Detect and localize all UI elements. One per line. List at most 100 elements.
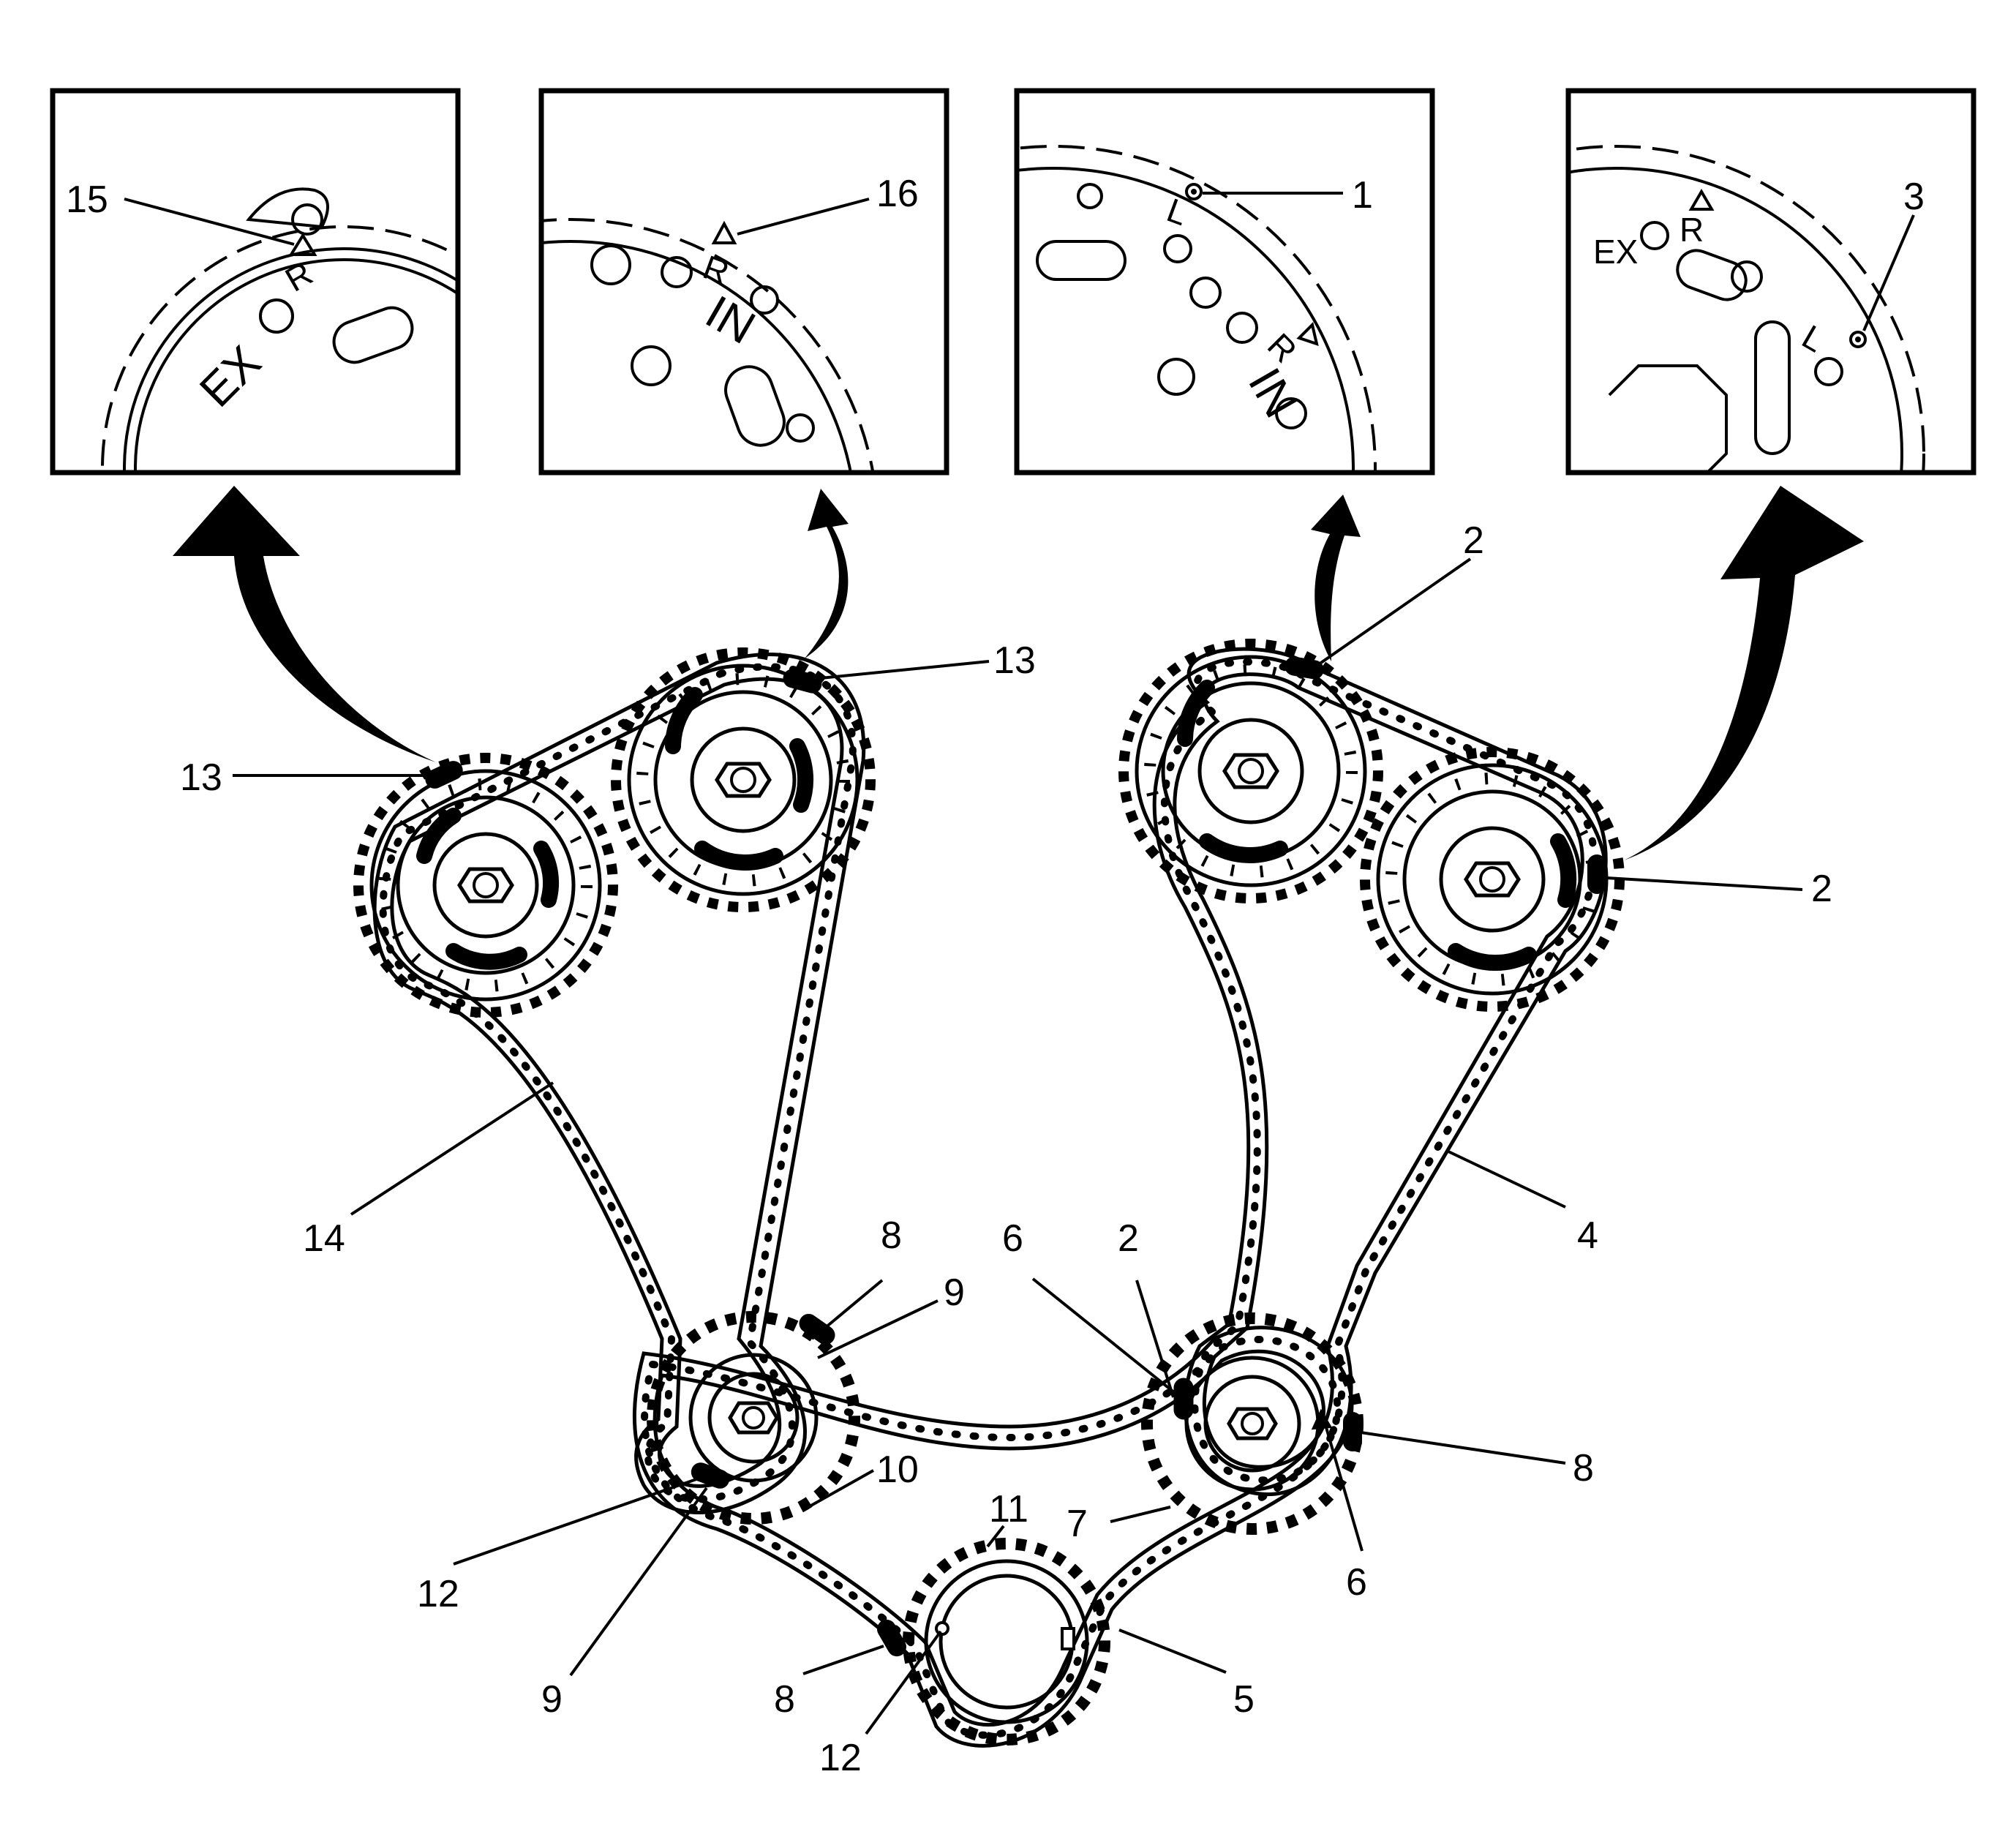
gear-body bbox=[369, 769, 602, 1002]
leader-7 bbox=[1110, 1506, 1171, 1523]
hub bbox=[1439, 826, 1546, 933]
sprocket-hole bbox=[1226, 312, 1258, 344]
phaser-slot bbox=[665, 687, 703, 754]
callout-10: 10 bbox=[876, 1449, 919, 1491]
inset-frame bbox=[50, 88, 461, 476]
sprocket-slot bbox=[1036, 240, 1127, 281]
leader-line bbox=[124, 198, 295, 246]
mark-r: R bbox=[1680, 211, 1704, 249]
leader-6-lower bbox=[1321, 1414, 1364, 1552]
right-bank-chain-pins bbox=[1160, 658, 1598, 1484]
right-intake-cam-sprocket bbox=[1118, 639, 1383, 903]
sprocket-hole bbox=[1275, 397, 1307, 429]
phaser-ring bbox=[396, 795, 576, 975]
gear-teeth bbox=[611, 647, 876, 912]
phaser-slot bbox=[1177, 680, 1215, 747]
leader-line bbox=[1862, 214, 1915, 331]
primary-chain-outer bbox=[632, 1326, 1354, 1748]
sprocket-gear bbox=[1568, 145, 1925, 473]
leader-9-upper bbox=[817, 1299, 939, 1359]
sprocket-gear bbox=[541, 218, 875, 473]
phaser-slot bbox=[1199, 833, 1288, 863]
timing-dot-mark-center bbox=[1191, 189, 1197, 195]
callout-8-leftidler: 8 bbox=[881, 1214, 902, 1257]
sprocket-slot bbox=[1676, 249, 1748, 301]
hub bbox=[690, 726, 797, 833]
sprocket-hole bbox=[590, 244, 631, 285]
bolt-center bbox=[473, 872, 499, 898]
keyway bbox=[1061, 1627, 1075, 1650]
leader-12-left bbox=[453, 1478, 697, 1566]
leader-arrowhead bbox=[1311, 1408, 1333, 1430]
leader-9-lower bbox=[569, 1487, 708, 1677]
timing-link-8-leftidler bbox=[799, 1313, 835, 1345]
gear-body bbox=[627, 664, 860, 896]
callout-8-bottom: 8 bbox=[774, 1678, 795, 1721]
sprocket-hole bbox=[1814, 357, 1843, 386]
leader-line bbox=[737, 198, 870, 236]
timing-triangle-mark bbox=[711, 220, 737, 244]
sprocket-gear bbox=[1017, 145, 1377, 473]
sprocket-slot bbox=[332, 306, 414, 364]
bolt-hex bbox=[728, 1401, 779, 1435]
leader-10 bbox=[802, 1469, 874, 1511]
callout-14: 14 bbox=[303, 1217, 345, 1260]
arrow-to-inset-1 bbox=[1311, 495, 1361, 661]
sprocket-hub bbox=[1608, 364, 1728, 473]
left-exhaust-cam-sprocket bbox=[353, 753, 618, 1018]
sprocket-hole bbox=[1163, 234, 1192, 263]
sprocket-hole bbox=[661, 256, 693, 288]
sprocket-slot bbox=[724, 365, 786, 447]
callout-3: 3 bbox=[1903, 176, 1925, 218]
gear-teeth bbox=[353, 753, 618, 1018]
hub bbox=[432, 832, 539, 939]
leader-8-leftidler bbox=[810, 1279, 884, 1340]
bolt-center bbox=[1238, 758, 1264, 784]
primary-chain-inner bbox=[652, 1349, 1325, 1727]
leader-14 bbox=[350, 1081, 554, 1216]
callout-13-left: 13 bbox=[180, 756, 222, 799]
leader-11 bbox=[986, 1525, 1005, 1548]
callout-13-right: 13 bbox=[993, 639, 1036, 682]
timing-triangle-mark bbox=[1688, 189, 1715, 211]
gear-teeth bbox=[647, 1311, 860, 1525]
callout-4: 4 bbox=[1577, 1214, 1598, 1257]
leader-2-right bbox=[1606, 876, 1803, 891]
crankshaft-sprocket bbox=[903, 1538, 1110, 1746]
bolt-center bbox=[742, 1406, 765, 1429]
timing-link-2-right bbox=[1587, 854, 1606, 894]
bolt-hex bbox=[1222, 753, 1279, 789]
chain-arc bbox=[1568, 167, 1903, 473]
timing-link-2-top bbox=[1285, 656, 1324, 680]
bolt-hex bbox=[715, 762, 772, 798]
gear-body bbox=[688, 1353, 819, 1483]
chain-arc bbox=[1017, 167, 1355, 473]
phaser-slot bbox=[533, 841, 560, 908]
sprockets bbox=[353, 639, 1625, 1746]
phaser-holes bbox=[379, 778, 593, 992]
inset-frame bbox=[1565, 88, 1976, 476]
sprocket-hole bbox=[1731, 260, 1763, 293]
phaser-slot bbox=[445, 943, 527, 970]
sprocket-hole bbox=[291, 203, 323, 236]
sprocket-hole bbox=[786, 413, 815, 443]
callout-8-rightidler: 8 bbox=[1573, 1447, 1594, 1489]
left-intake-cam-sprocket bbox=[611, 647, 876, 912]
leader-6-upper bbox=[1031, 1277, 1184, 1400]
phaser-holes bbox=[636, 673, 850, 887]
callout-2-idler: 2 bbox=[1118, 1217, 1139, 1260]
left-idler-sprocket bbox=[647, 1311, 860, 1525]
sprocket-hole bbox=[1189, 277, 1222, 309]
timing-link-8-rightidler bbox=[1343, 1412, 1362, 1451]
arrow-to-inset-15 bbox=[173, 486, 436, 762]
sprocket-slot bbox=[1754, 320, 1791, 455]
timing-link-12-leftidler bbox=[691, 1462, 730, 1489]
timing-dot-mark-center bbox=[1855, 337, 1861, 342]
callout-9-lower: 9 bbox=[541, 1678, 563, 1721]
callout-2-right: 2 bbox=[1811, 868, 1832, 910]
chain-link bbox=[246, 187, 329, 229]
timing-link-13-top bbox=[783, 669, 822, 694]
hub bbox=[1203, 1375, 1301, 1473]
callout-16: 16 bbox=[876, 173, 919, 215]
